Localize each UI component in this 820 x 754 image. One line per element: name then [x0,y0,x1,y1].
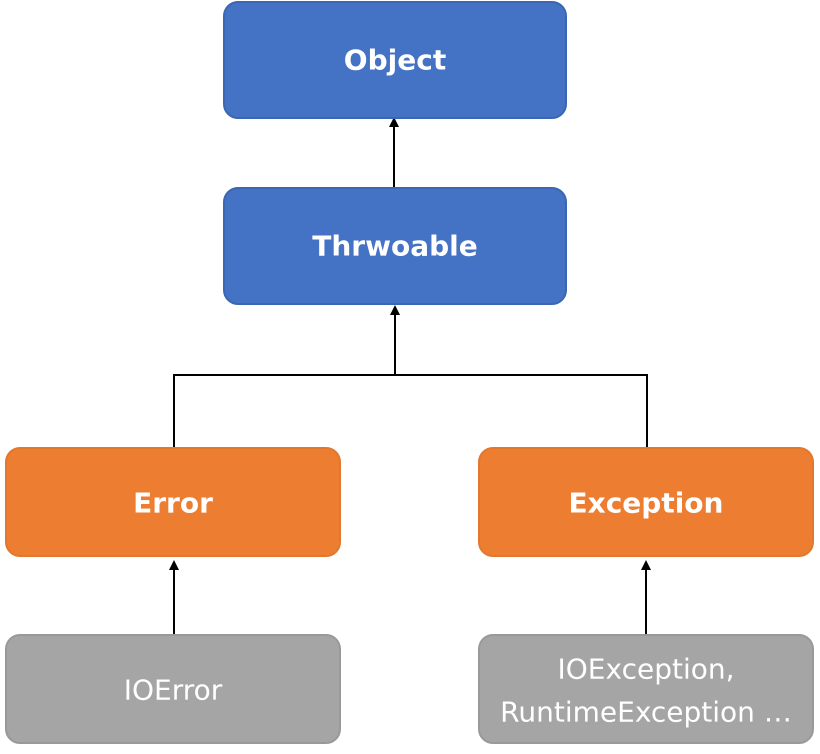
node-ioexception-label-line1: IOException, [558,653,735,686]
node-error: Error [5,447,341,557]
node-object-box [223,1,567,119]
node-ioerror-label: IOError [124,674,223,707]
arrowhead-exception [641,560,651,570]
node-throwable: Thrwoable [223,187,567,305]
edges [169,117,651,634]
edge-exception-to-throwable [395,374,648,447]
node-throwable-label: Thrwoable [312,230,477,263]
node-exception: Exception [478,447,814,557]
node-ioerror-box [5,634,341,744]
node-object: Object [223,1,567,119]
node-throwable-box [223,187,567,305]
arrowhead-throwable [390,305,400,315]
node-exception-box [478,447,814,557]
node-exception-label: Exception [569,487,724,520]
arrowhead-error [169,560,179,570]
node-object-label: Object [344,44,446,77]
node-ioexception-box [478,634,814,744]
node-error-label: Error [133,487,213,520]
edge-error-to-throwable [173,374,395,447]
node-error-box [5,447,341,557]
arrowhead-object [389,117,399,127]
node-ioexception: IOException, RuntimeException … [478,634,814,744]
node-ioerror: IOError [5,634,341,744]
node-ioexception-label-line2: RuntimeException … [500,696,792,729]
